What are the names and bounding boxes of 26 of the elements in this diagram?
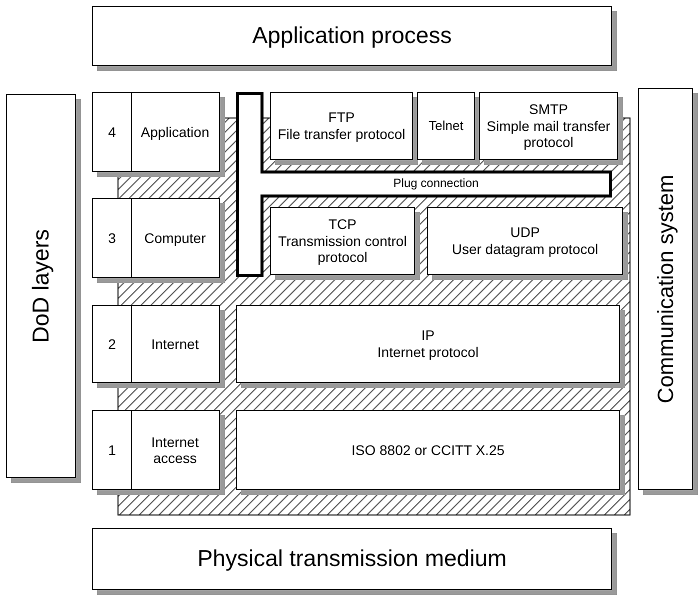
box-label: Application process	[252, 22, 452, 50]
box-label: Transmission control protocol	[277, 232, 408, 266]
box-label: Internet protocol	[377, 344, 479, 361]
side-label: DoD layers	[28, 229, 54, 343]
box-label: Simple mail transfer protocol	[486, 118, 612, 152]
protocol-abbreviation: TCP	[328, 216, 356, 233]
plug-connection-shape	[236, 92, 612, 277]
layer-name: Application	[140, 124, 210, 140]
plug-label: Plug connection	[392, 176, 480, 190]
layer-number: 1	[108, 442, 116, 458]
layer-name: Computer	[144, 230, 206, 246]
protocol-abbreviation: FTP	[328, 109, 355, 126]
protocol-abbreviation: IP	[421, 327, 435, 344]
protocol-abbreviation: UDP	[510, 224, 540, 241]
box-label: Physical transmission medium	[197, 545, 507, 573]
side-label: Communication system	[652, 174, 678, 404]
layer-number: 3	[108, 230, 116, 246]
box-label: Telnet	[428, 118, 464, 134]
layer-number: 2	[108, 336, 116, 352]
layer-name: Internet	[151, 336, 199, 352]
box-label: ISO 8802 or CCITT X.25	[351, 442, 505, 458]
box-label: User datagram protocol	[452, 241, 598, 258]
protocol-abbreviation: SMTP	[529, 100, 568, 118]
layer-number: 4	[108, 124, 116, 140]
layer-name: Internet access	[150, 434, 200, 466]
box-label: File transfer protocol	[278, 126, 406, 143]
